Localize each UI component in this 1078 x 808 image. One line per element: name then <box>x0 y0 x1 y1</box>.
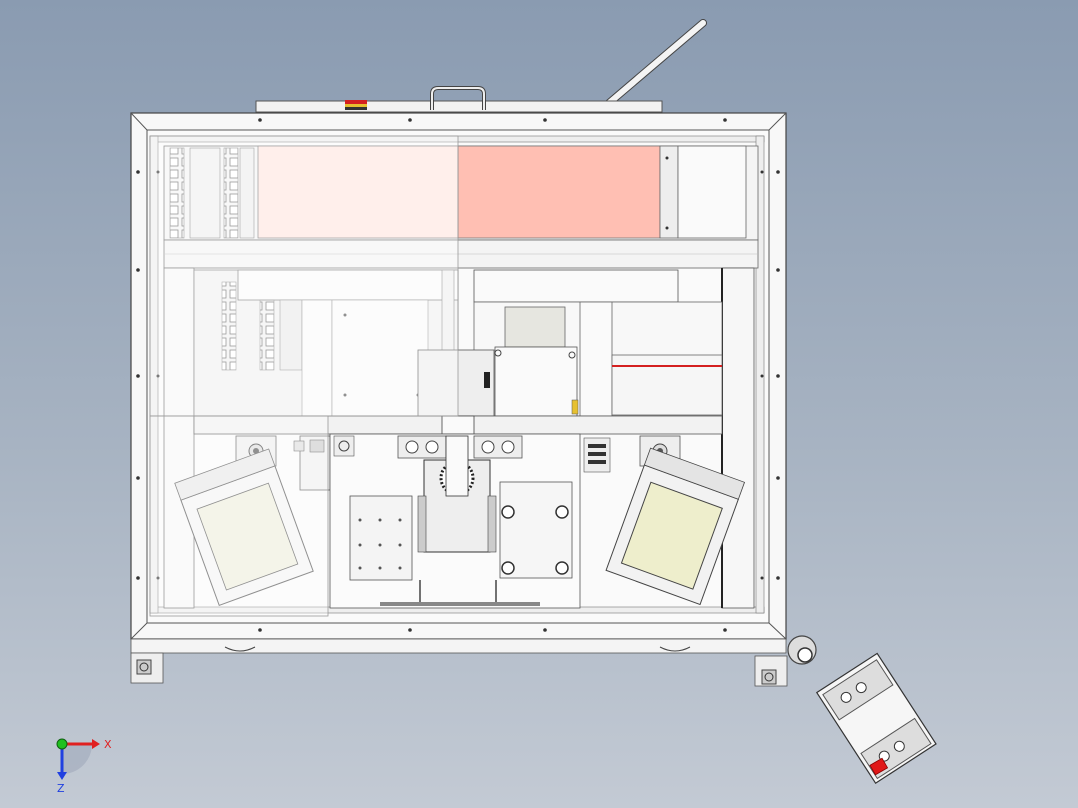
middle-beam <box>163 239 759 269</box>
antenna-rod <box>605 19 707 107</box>
left-storage-module <box>193 269 459 417</box>
center-actuator <box>329 433 611 609</box>
bottom-feet <box>130 638 788 687</box>
x-axis-arrowhead <box>92 739 100 749</box>
upper-storage-zone <box>163 145 759 241</box>
triad-quarter-disc <box>62 744 92 774</box>
right-drive-module <box>417 269 723 417</box>
y-axis-dot <box>56 738 68 750</box>
right-column <box>721 267 755 609</box>
z-axis-label: Z <box>57 782 65 795</box>
x-axis-label: X <box>104 738 112 751</box>
right-tilted-motor <box>605 435 746 606</box>
z-axis-arrowhead <box>57 772 67 780</box>
top-rail <box>255 86 663 113</box>
lower-beam <box>193 415 723 435</box>
transparent-cover <box>149 135 459 617</box>
view-triad[interactable]: X Z <box>40 722 150 802</box>
left-tilted-motor <box>174 435 331 607</box>
left-column <box>163 267 195 609</box>
external-arm <box>787 635 937 785</box>
